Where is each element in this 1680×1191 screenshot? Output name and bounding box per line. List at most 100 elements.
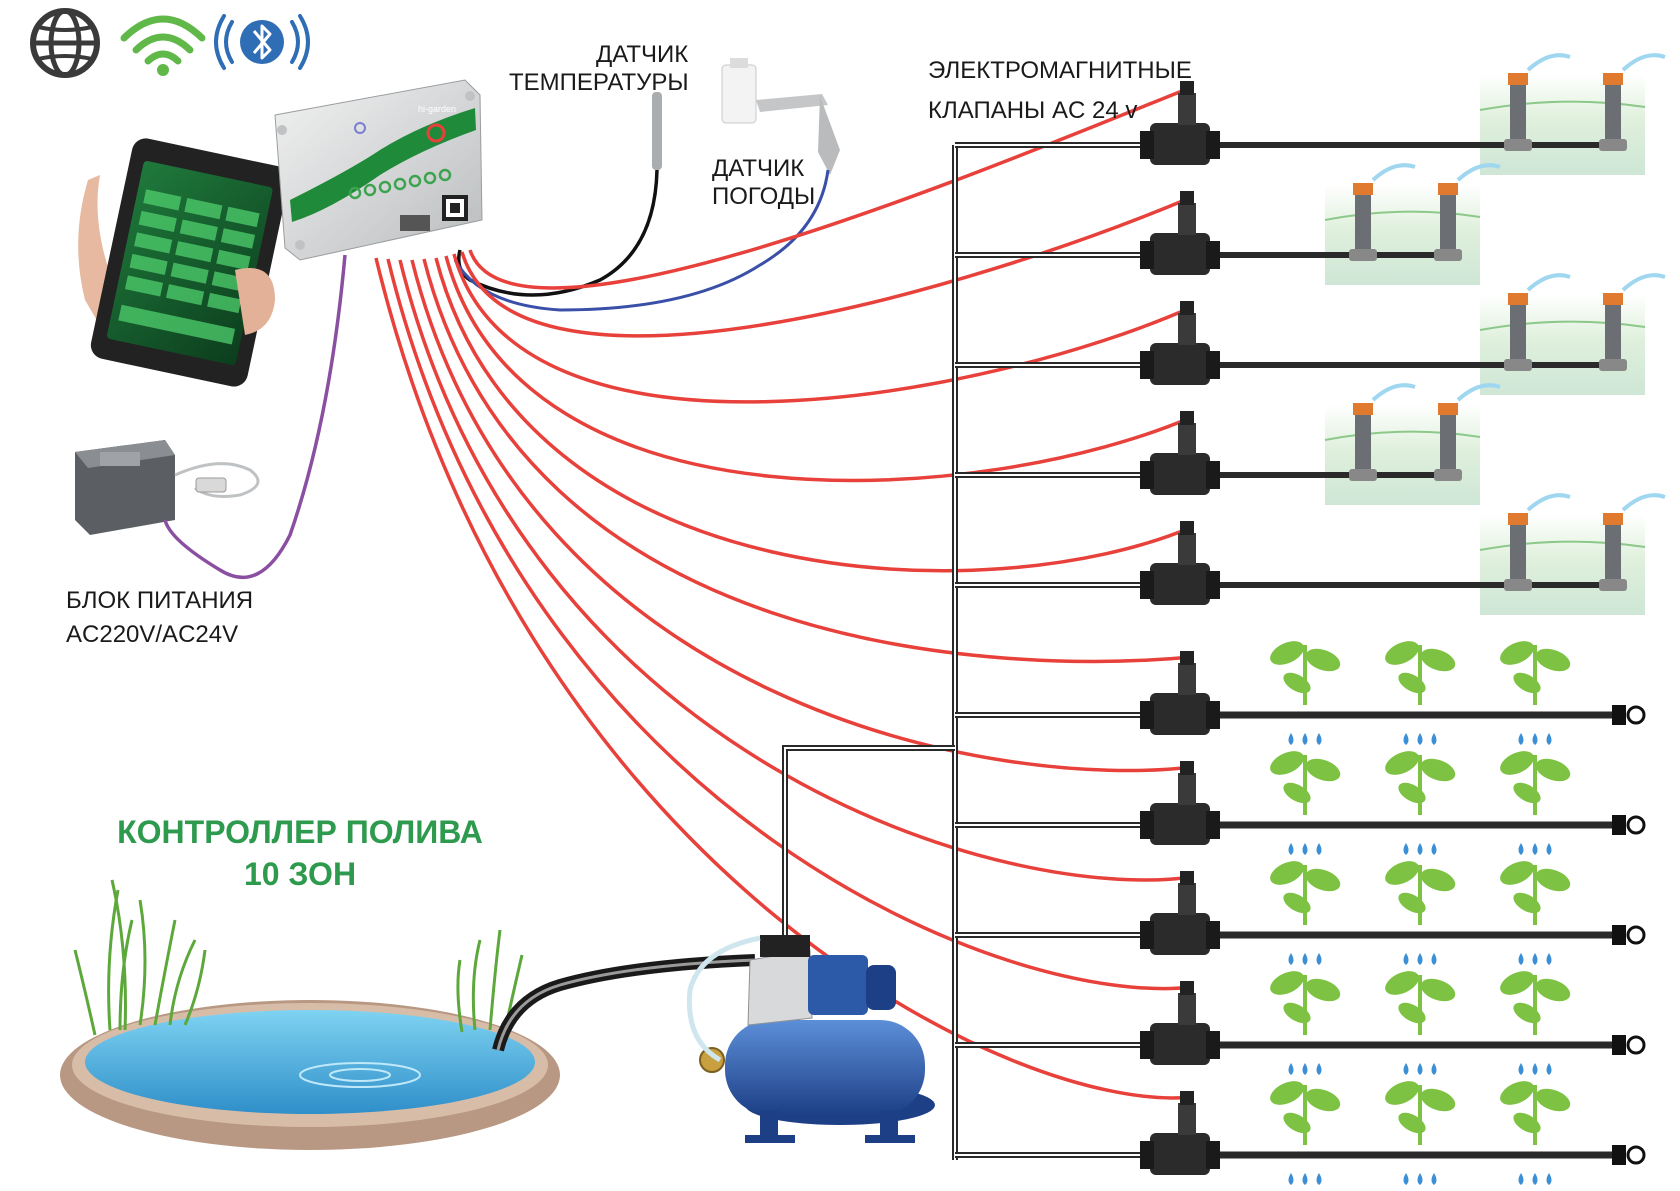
drip-zone bbox=[1220, 861, 1646, 965]
plant bbox=[1385, 1081, 1456, 1185]
diagram-title-line2: 10 ЗОН bbox=[243, 856, 357, 892]
water-drop bbox=[1403, 733, 1409, 745]
plant bbox=[1500, 751, 1571, 855]
plant bbox=[1270, 1081, 1341, 1185]
diagram-title-line1: КОНТРОЛЛЕР ПОЛИВА bbox=[117, 814, 483, 850]
pump-station bbox=[686, 935, 935, 1143]
water-drop bbox=[1417, 953, 1423, 965]
water-drop bbox=[1403, 1063, 1409, 1075]
solenoid-valve bbox=[1140, 301, 1220, 385]
end-cap bbox=[1612, 1145, 1626, 1165]
power-label-line2: AC220V/AC24V bbox=[66, 621, 239, 648]
sprinkler-head bbox=[1605, 83, 1621, 143]
water-drop bbox=[1532, 953, 1538, 965]
sprinkler-zone bbox=[1220, 383, 1501, 505]
water-drop bbox=[1518, 843, 1524, 855]
water-drop bbox=[1302, 1173, 1308, 1185]
suction-hose bbox=[492, 954, 756, 1052]
temperature-sensor bbox=[457, 92, 662, 297]
weather-sensor bbox=[453, 58, 840, 312]
globe-icon bbox=[30, 8, 100, 78]
drip-zone bbox=[1220, 751, 1646, 855]
drip-zone bbox=[1220, 1081, 1646, 1185]
water-drop bbox=[1417, 843, 1423, 855]
water-drop bbox=[1431, 843, 1437, 855]
smartphone bbox=[78, 138, 289, 387]
water-drop bbox=[1302, 843, 1308, 855]
water-drop bbox=[1302, 733, 1308, 745]
sprinkler-head bbox=[1440, 413, 1456, 473]
zone-wire bbox=[374, 257, 1193, 1100]
end-cap bbox=[1612, 1035, 1626, 1055]
water-drop bbox=[1316, 953, 1322, 965]
valves-label-line1: ЭЛЕКТРОМАГНИТНЫЕ bbox=[928, 57, 1192, 84]
sprinkler-zones bbox=[1220, 53, 1666, 615]
water-drop bbox=[1532, 733, 1538, 745]
zone-wire bbox=[410, 259, 1193, 773]
power-wire bbox=[163, 254, 347, 580]
pond bbox=[60, 879, 560, 1150]
plant bbox=[1500, 971, 1571, 1075]
solenoid-valve bbox=[1140, 191, 1220, 275]
water-drop bbox=[1403, 1173, 1409, 1185]
plant bbox=[1270, 861, 1341, 965]
sprinkler-zone bbox=[1220, 493, 1666, 615]
bluetooth-icon bbox=[214, 14, 310, 70]
sprinkler-head bbox=[1605, 523, 1621, 583]
water-drop bbox=[1302, 953, 1308, 965]
plant bbox=[1500, 1081, 1571, 1185]
end-cap bbox=[1612, 815, 1626, 835]
water-drop bbox=[1532, 843, 1538, 855]
wifi-icon bbox=[120, 15, 206, 76]
water-drop bbox=[1288, 1173, 1294, 1185]
solenoid-valve bbox=[1140, 1091, 1220, 1175]
plant bbox=[1270, 971, 1341, 1075]
solenoid-valve bbox=[1140, 651, 1220, 735]
water-drop bbox=[1431, 1173, 1437, 1185]
sprinkler-head bbox=[1605, 303, 1621, 363]
zone-wire bbox=[452, 253, 1193, 404]
supply-pipe bbox=[782, 745, 955, 955]
sprinkler-head bbox=[1510, 523, 1526, 583]
water-drop bbox=[1316, 733, 1322, 745]
solenoid-valve bbox=[1140, 411, 1220, 495]
plant bbox=[1385, 751, 1456, 855]
water-drop bbox=[1518, 1063, 1524, 1075]
water-drop bbox=[1417, 1173, 1423, 1185]
controller-box bbox=[274, 79, 483, 261]
power-label-line1: БЛОК ПИТАНИЯ bbox=[66, 587, 254, 614]
water-drop bbox=[1518, 733, 1524, 745]
water-drop bbox=[1546, 1063, 1552, 1075]
water-drop bbox=[1417, 733, 1423, 745]
water-drop bbox=[1417, 1063, 1423, 1075]
water-drop bbox=[1518, 953, 1524, 965]
water-drop bbox=[1288, 733, 1294, 745]
plant bbox=[1500, 641, 1571, 745]
water-drop bbox=[1546, 953, 1552, 965]
water-drop bbox=[1518, 1173, 1524, 1185]
sprinkler-zone bbox=[1220, 163, 1501, 285]
pipe-network bbox=[782, 142, 1150, 1160]
solenoid-valve bbox=[1140, 981, 1220, 1065]
water-drop bbox=[1546, 733, 1552, 745]
zone-wire bbox=[468, 85, 1193, 290]
valves-label-line2: КЛАПАНЫ AC 24 v bbox=[928, 97, 1138, 124]
water-drop bbox=[1288, 953, 1294, 965]
water-drop bbox=[1316, 843, 1322, 855]
water-drop bbox=[1403, 953, 1409, 965]
solenoid-valve bbox=[1140, 521, 1220, 605]
zone-wire bbox=[434, 257, 1193, 573]
valves bbox=[1140, 81, 1220, 1175]
water-drop bbox=[1403, 843, 1409, 855]
plant bbox=[1385, 861, 1456, 965]
end-cap bbox=[1612, 925, 1626, 945]
sprinkler-zone bbox=[1220, 273, 1666, 395]
temp-sensor-label-line1: ДАТЧИК bbox=[596, 41, 689, 68]
zone-wire bbox=[444, 255, 1193, 483]
drip-zone bbox=[1220, 971, 1646, 1075]
plant bbox=[1385, 641, 1456, 745]
water-drop bbox=[1532, 1063, 1538, 1075]
sprinkler-head bbox=[1355, 193, 1371, 253]
